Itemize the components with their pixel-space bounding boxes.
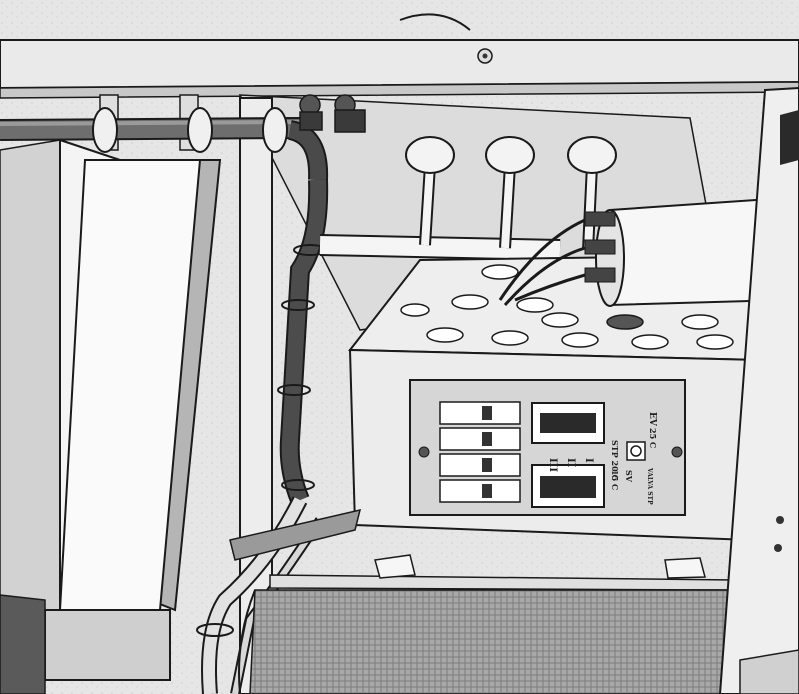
cable-tie bbox=[281, 479, 315, 491]
grommet-cap bbox=[567, 136, 617, 174]
mounting-clips bbox=[374, 554, 706, 579]
service-valves bbox=[299, 94, 366, 133]
control-board: III II I STP 20 C EV 25 C 15 C SV VALVA … bbox=[409, 379, 686, 516]
right-side-panel bbox=[718, 86, 799, 694]
label-stp-20: STP 20 C bbox=[610, 440, 620, 481]
cable-tie bbox=[196, 623, 234, 637]
pipe-grommet bbox=[187, 107, 213, 153]
switch-label-iii: III bbox=[547, 458, 558, 472]
refrigerant-pipe bbox=[0, 107, 329, 181]
cable-tie bbox=[281, 299, 315, 311]
switch-label-ii: II bbox=[565, 458, 576, 468]
terminal-block bbox=[439, 401, 521, 503]
drain-manifold bbox=[319, 136, 617, 261]
left-filter-duct bbox=[0, 138, 222, 694]
pipe-grommet bbox=[92, 107, 118, 153]
label-ev: EV bbox=[647, 412, 657, 427]
switch-label-i: I bbox=[583, 458, 594, 463]
thermostat-knob bbox=[626, 441, 646, 461]
label-15c: 15 C bbox=[610, 470, 620, 490]
top-cover-panel bbox=[0, 13, 799, 99]
label-valve: VALVA STP bbox=[646, 467, 653, 505]
grommet-cap bbox=[485, 136, 535, 174]
evaporator-coil bbox=[238, 589, 731, 694]
grommet-cap bbox=[405, 136, 455, 174]
label-25c: 25 C bbox=[648, 428, 658, 448]
label-sv: SV bbox=[624, 470, 634, 483]
cable-tie bbox=[277, 384, 311, 396]
pipe-grommet bbox=[262, 107, 288, 153]
run-capacitor bbox=[498, 196, 786, 307]
